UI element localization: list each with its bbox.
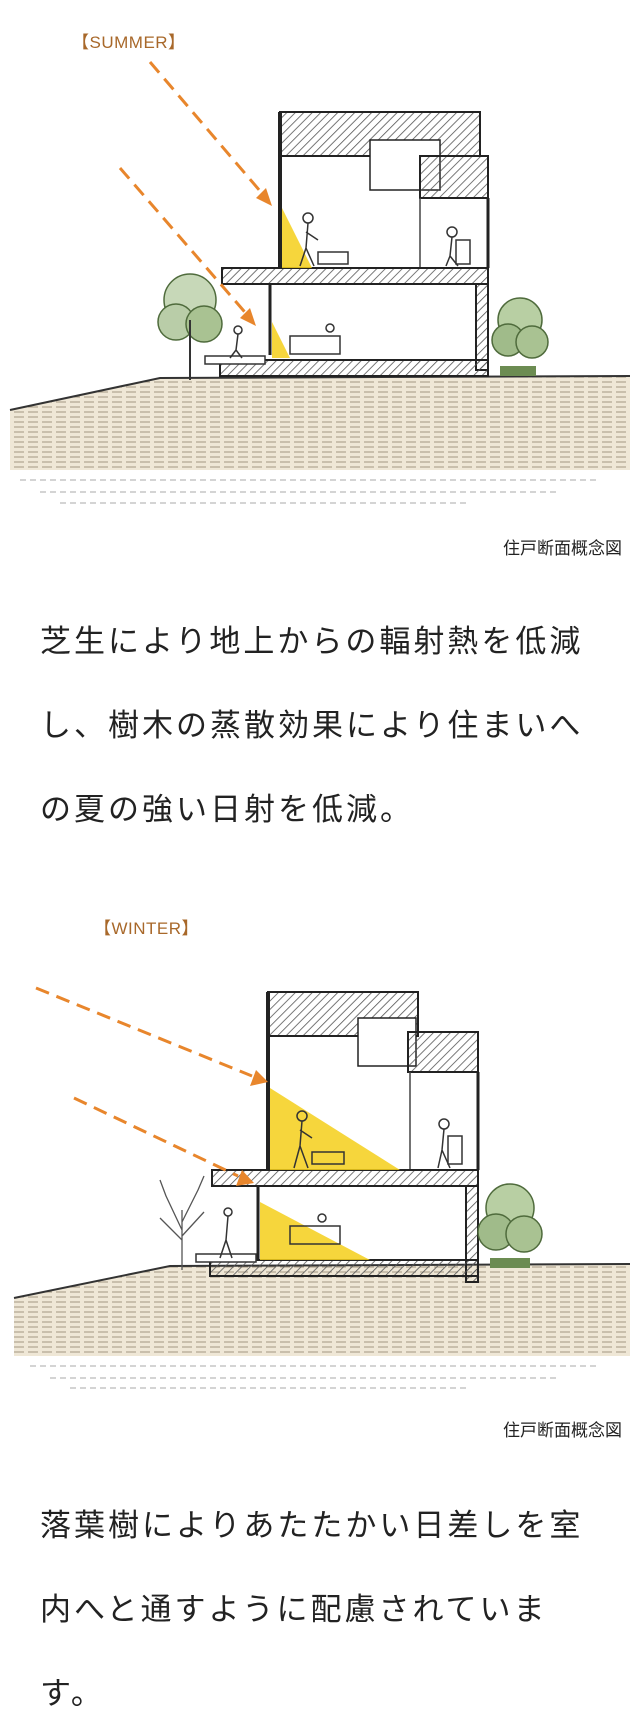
arrow-head bbox=[240, 308, 256, 326]
tree-left-deciduous bbox=[159, 1175, 205, 1270]
summer-section: 【SUMMER】 bbox=[0, 0, 640, 830]
sunlight-patch bbox=[272, 322, 290, 358]
summer-caption: 住戸断面概念図 bbox=[503, 539, 622, 559]
winter-caption: 住戸断面概念図 bbox=[503, 1421, 622, 1441]
building-section bbox=[195, 991, 480, 1283]
winter-description: 落葉樹によりあたたかい日差しを室内へと通すように配慮されています。 bbox=[40, 1508, 584, 1712]
tree-left bbox=[157, 273, 223, 380]
figures bbox=[229, 212, 471, 359]
arrow-head bbox=[236, 1170, 254, 1186]
winter-label: 【WINTER】 bbox=[94, 919, 200, 938]
sunlight-patch bbox=[260, 1202, 370, 1260]
winter-section: 【WINTER】 bbox=[0, 880, 640, 1712]
ground-hatch bbox=[13, 1263, 631, 1389]
arrow-head bbox=[250, 1070, 268, 1086]
tree-right bbox=[477, 1183, 543, 1268]
sun-arrow bbox=[35, 986, 253, 1178]
summer-description: 芝生により地上からの輻射熱を低減し、樹木の蒸散効果により住まいへの夏の強い日射を… bbox=[40, 624, 584, 828]
figures bbox=[219, 1110, 463, 1259]
ground-hatch bbox=[9, 375, 631, 504]
arrow-head bbox=[256, 188, 272, 206]
winter-section-drawing bbox=[13, 986, 631, 1389]
sunlight-patch bbox=[270, 1088, 400, 1170]
sun-arrow bbox=[118, 61, 268, 319]
tree-right bbox=[491, 297, 549, 376]
building-section bbox=[204, 111, 490, 377]
summer-section-drawing bbox=[9, 61, 631, 504]
summer-label: 【SUMMER】 bbox=[72, 33, 186, 52]
